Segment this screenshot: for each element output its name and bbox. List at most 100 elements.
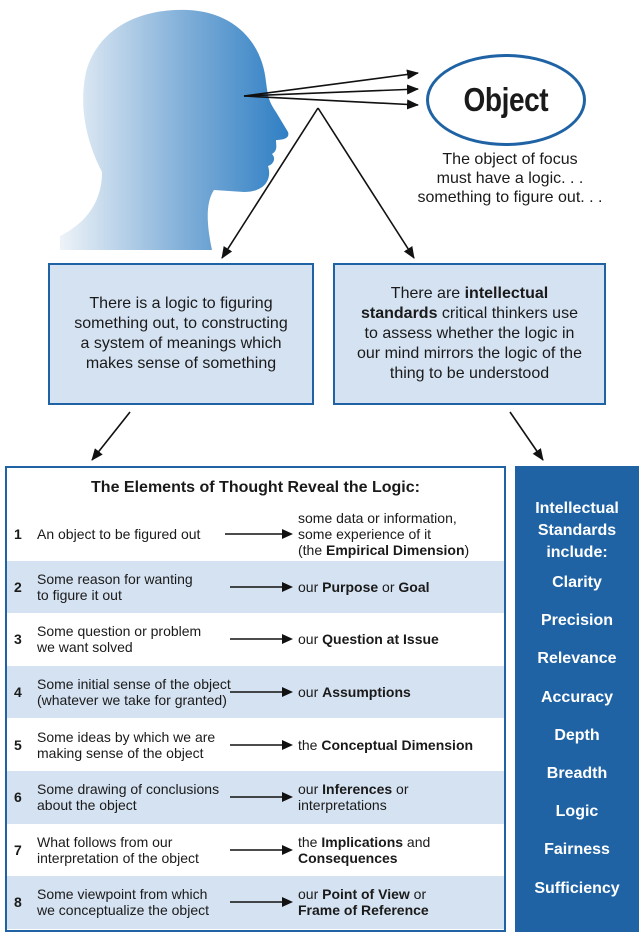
element-outcome-line: interpretations [298,797,387,814]
standards-box-bold: standards [361,305,438,322]
standards-box-line: to assess whether the logic in [364,325,575,342]
element-description: Some question or problem we want solved [37,623,202,656]
element-outcome-line: our Assumptions [298,684,411,701]
standard-item: Relevance [537,650,617,668]
standards-heading-line: Standards [537,522,617,539]
element-outcome-line: our Question at Issue [298,631,439,648]
object-oval: Object [426,54,586,146]
element-outcome-line: our Point of View or [298,886,427,903]
standards-box-line: There are intellectual [357,284,582,304]
element-arrow [230,666,293,719]
element-description: Some drawing of conclusions about the ob… [37,781,220,814]
element-outcome-line: the Conceptual Dimension [298,736,474,753]
element-arrow [230,561,293,614]
element-description: Some viewpoint from which we conceptuali… [37,886,209,919]
element-description: An object to be figured out [37,526,201,543]
element-arrow [230,876,293,929]
standards-box-line: thing to be understood [389,365,550,382]
element-row: 1 An object to be figured out some data or… [7,508,504,561]
element-arrow [230,824,293,877]
element-number: 4 [14,684,22,701]
element-description: Some initial sense of the object (whatev… [37,676,231,709]
element-number: 3 [14,631,22,648]
elements-rows: 1 An object to be figured out some data or… [7,508,504,929]
element-outcome-line: our Inferences or [298,781,409,798]
element-number: 2 [14,578,22,595]
element-outcome: our Assumptions [298,666,498,719]
standard-item: Depth [554,726,600,744]
element-outcome: the Conceptual Dimension [298,718,498,771]
down-arrow-right [509,411,544,461]
standards-box-line: our mind mirrors the logic of the [357,345,582,362]
head-silhouette [60,9,289,250]
standards-heading-line: Intellectual [535,500,619,517]
element-row: 3 Some question or problem we want solved… [7,613,504,666]
object-note-line: must have a logic. . . [436,170,584,187]
element-outcome-line: Frame of Reference [298,902,429,919]
standards-box-line: standards critical thinkers use [357,304,582,324]
logic-box-line: makes sense of something [85,355,277,372]
element-outcome-line: our Purpose or Goal [298,578,430,595]
split-arrow-right [317,107,415,259]
element-arrow [230,718,293,771]
element-outcome-line: some data or information, [298,510,457,527]
object-note-line: The object of focus [442,151,578,168]
element-description: Some reason for wanting to figure it out [37,570,193,603]
object-note: The object of focus must have a logic. .… [400,150,620,207]
gaze-arrow-3 [243,95,419,110]
element-number: 8 [14,894,22,911]
standards-heading: Intellectual Standards include: [515,466,639,564]
standards-box: There are intellectual standards critica… [333,263,606,405]
element-arrow [230,771,293,824]
element-row: 6 Some drawing of conclusions about the o… [7,770,504,824]
element-outcome-line: the Implications and [298,833,431,850]
element-number: 6 [14,789,22,806]
elements-title: The Elements of Thought Reveal the Logic… [91,479,420,496]
diagram-arrows-layer [60,9,544,461]
standard-item: Sufficiency [534,879,620,897]
element-description: Some ideas by which we are making sense … [37,728,216,761]
gaze-arrow-1 [243,69,419,97]
down-arrow-left [91,411,131,461]
element-row: 8 Some viewpoint from which we conceptual… [7,876,504,929]
element-outcome: our Purpose or Goal [298,561,498,614]
gaze-arrow-2 [243,84,419,97]
object-title: Object [463,81,549,118]
standards-heading-line: include: [546,544,608,561]
standard-item: Logic [555,803,599,821]
standard-item: Clarity [552,574,602,591]
standard-item: Precision [540,612,614,630]
logic-box: There is a logic to figuring something o… [48,263,314,405]
logic-box-line: something out, to constructing [74,315,288,332]
logic-box-line: a system of meanings which [80,335,282,352]
standards-box-text: critical thinkers use [437,305,578,322]
standards-box-text: There are [390,285,465,302]
element-outcome: some data or information,some experience… [298,508,498,561]
standard-item: Accuracy [540,688,614,706]
element-outcome-line: Consequences [298,849,398,866]
standard-item: Fairness [544,841,610,859]
standard-item: Breadth [546,764,608,782]
object-note-line: something to figure out. . . [417,189,603,206]
element-outcome-line: (the Empirical Dimension) [298,542,470,559]
split-arrow-left [221,107,319,259]
elements-table: The Elements of Thought Reveal the Logic… [5,466,506,932]
element-number: 7 [14,841,22,858]
element-description: What follows from our interpretation of … [37,833,199,866]
element-row: 4 Some initial sense of the object (whate… [7,665,504,719]
element-outcome: our Question at Issue [298,613,498,666]
element-row: 7 What follows from our interpretation of… [7,824,504,877]
element-arrow [230,613,293,666]
standards-box-bold: intellectual [464,285,549,302]
element-row: 2 Some reason for wanting to figure it ou… [7,560,504,614]
logic-box-line: There is a logic to figuring [89,295,273,312]
element-arrow [225,508,293,561]
element-number: 1 [14,526,22,543]
element-outcome-line: some experience of it [298,526,432,543]
